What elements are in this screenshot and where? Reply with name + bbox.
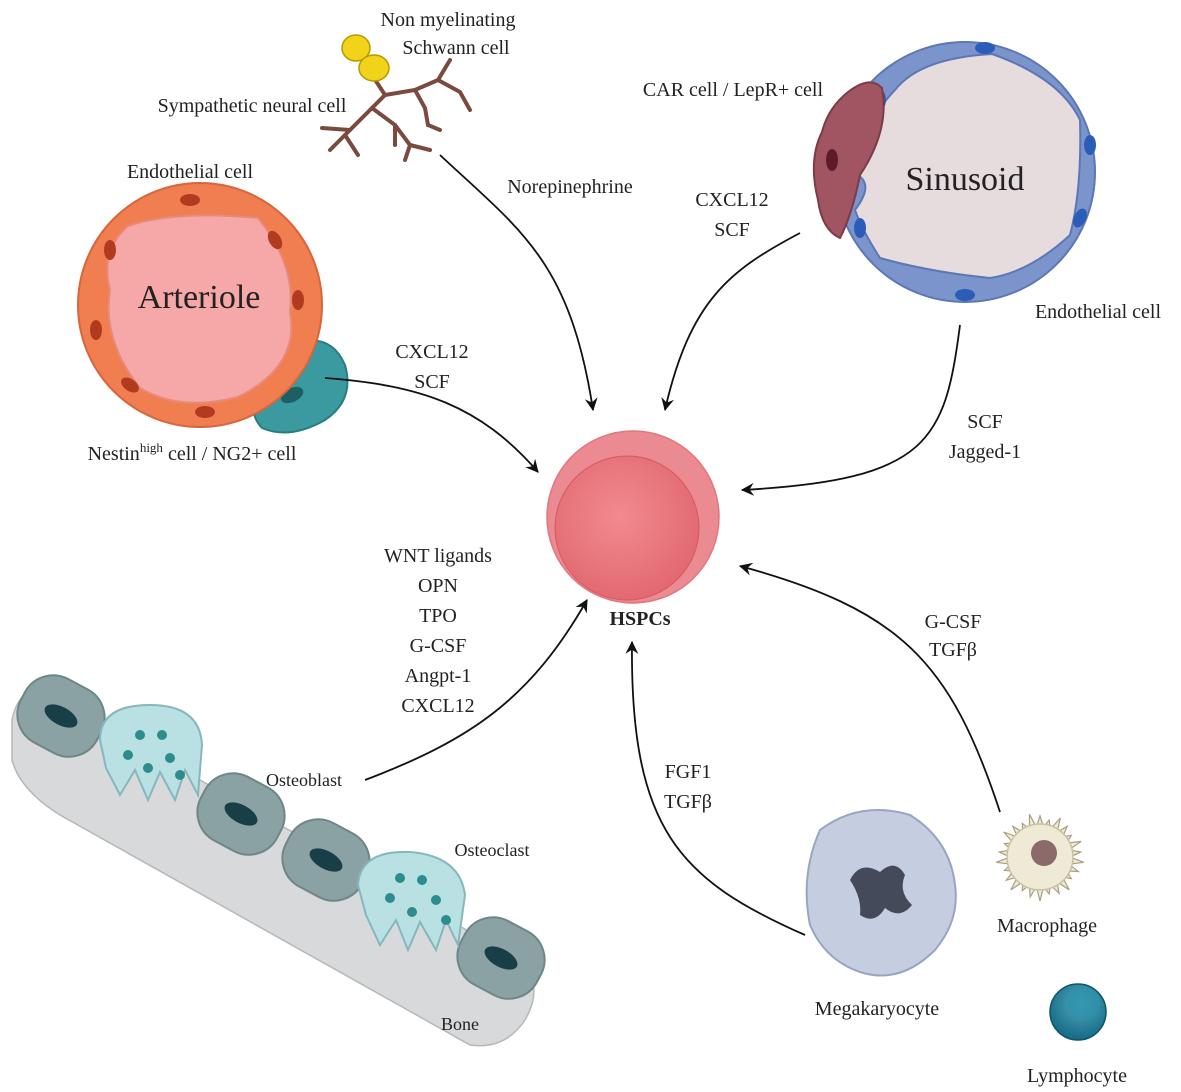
osteoclast-1 [98, 703, 204, 803]
arteriole-group [77, 182, 349, 434]
signal-arteriole-1: CXCL12 [395, 341, 468, 363]
arrow-car [661, 232, 801, 412]
schwann-label-line1: Non myelinating [381, 9, 516, 31]
bone-label: Bone [441, 1014, 479, 1034]
sinusoid-lumen [848, 52, 1082, 280]
sinusoid-group [812, 41, 1096, 303]
megakaryocyte-cell [805, 809, 957, 977]
lymphocyte-label: Lymphocyte [1027, 1065, 1127, 1087]
hspcs-label: HSPCs [609, 608, 670, 630]
arrow-neural [439, 154, 598, 412]
signal-car-2: SCF [714, 219, 750, 241]
signal-arteriole-2: SCF [414, 371, 450, 393]
signal-osteoblast-6: CXCL12 [401, 695, 474, 717]
arteriole-lumen [106, 214, 293, 404]
osteoblast-1 [16, 674, 106, 758]
osteoblast-label: Osteoblast [266, 770, 342, 790]
signal-endothelial-1: SCF [967, 411, 1003, 433]
arteriole-label: Arteriole [138, 279, 261, 316]
signal-car-1: CXCL12 [695, 189, 768, 211]
car-cell-label: CAR cell / LepR+ cell [643, 79, 824, 101]
arrow-endothelial [740, 324, 961, 496]
signal-neural: Norepinephrine [507, 176, 633, 198]
nestin-label-superscript: high [140, 440, 164, 455]
osteoclast-2 [356, 850, 467, 953]
lymphocyte-cell [1049, 983, 1107, 1041]
car-cell [812, 81, 885, 240]
osteoblast-4 [456, 916, 546, 1000]
arrows [324, 154, 1001, 936]
sympathetic-neuron [320, 58, 472, 162]
schwann-cell [341, 34, 390, 82]
osteoclast-label: Osteoclast [455, 840, 530, 860]
macrophage-cell [996, 814, 1084, 902]
osteoblast-2 [196, 772, 286, 856]
osteoblast-3 [281, 818, 371, 902]
signal-macrophage-1: G-CSF [925, 611, 982, 633]
arrow-arteriole [324, 377, 539, 473]
signal-osteoblast-1: WNT ligands [384, 545, 492, 567]
schwann-label-line2: Schwann cell [402, 37, 510, 59]
signal-endothelial-2: Jagged-1 [949, 441, 1021, 463]
arrow-megakaryocyte [625, 640, 806, 936]
nestin-label: Nestinhigh cell / NG2+ cell [88, 440, 297, 465]
signal-osteoblast-3: TPO [419, 605, 457, 627]
signal-osteoblast-2: OPN [418, 575, 458, 597]
arrow-osteoblast [364, 599, 588, 781]
labels: Non myelinating Schwann cell Sympathetic… [88, 9, 1162, 1087]
arrow-macrophage [738, 562, 1001, 813]
signal-macrophage-2: TGFβ [929, 639, 977, 661]
signal-osteoblast-5: Angpt-1 [405, 665, 472, 687]
signal-megakaryocyte-1: FGF1 [665, 761, 712, 783]
sympathetic-label: Sympathetic neural cell [158, 95, 347, 117]
macrophage-label: Macrophage [997, 915, 1097, 937]
megakaryocyte-label: Megakaryocyte [815, 998, 940, 1020]
signal-megakaryocyte-2: TGFβ [664, 791, 712, 813]
signal-osteoblast-4: G-CSF [410, 635, 467, 657]
bone-group [11, 674, 546, 1047]
hspc-cell [546, 430, 720, 604]
sinusoid-label: Sinusoid [905, 161, 1024, 198]
nestin-label-prefix: Nestin [88, 443, 140, 465]
endothelial-sinusoid-label: Endothelial cell [1035, 301, 1162, 323]
nestin-label-suffix: cell / NG2+ cell [163, 443, 297, 465]
endothelial-arteriole-label: Endothelial cell [127, 161, 254, 183]
